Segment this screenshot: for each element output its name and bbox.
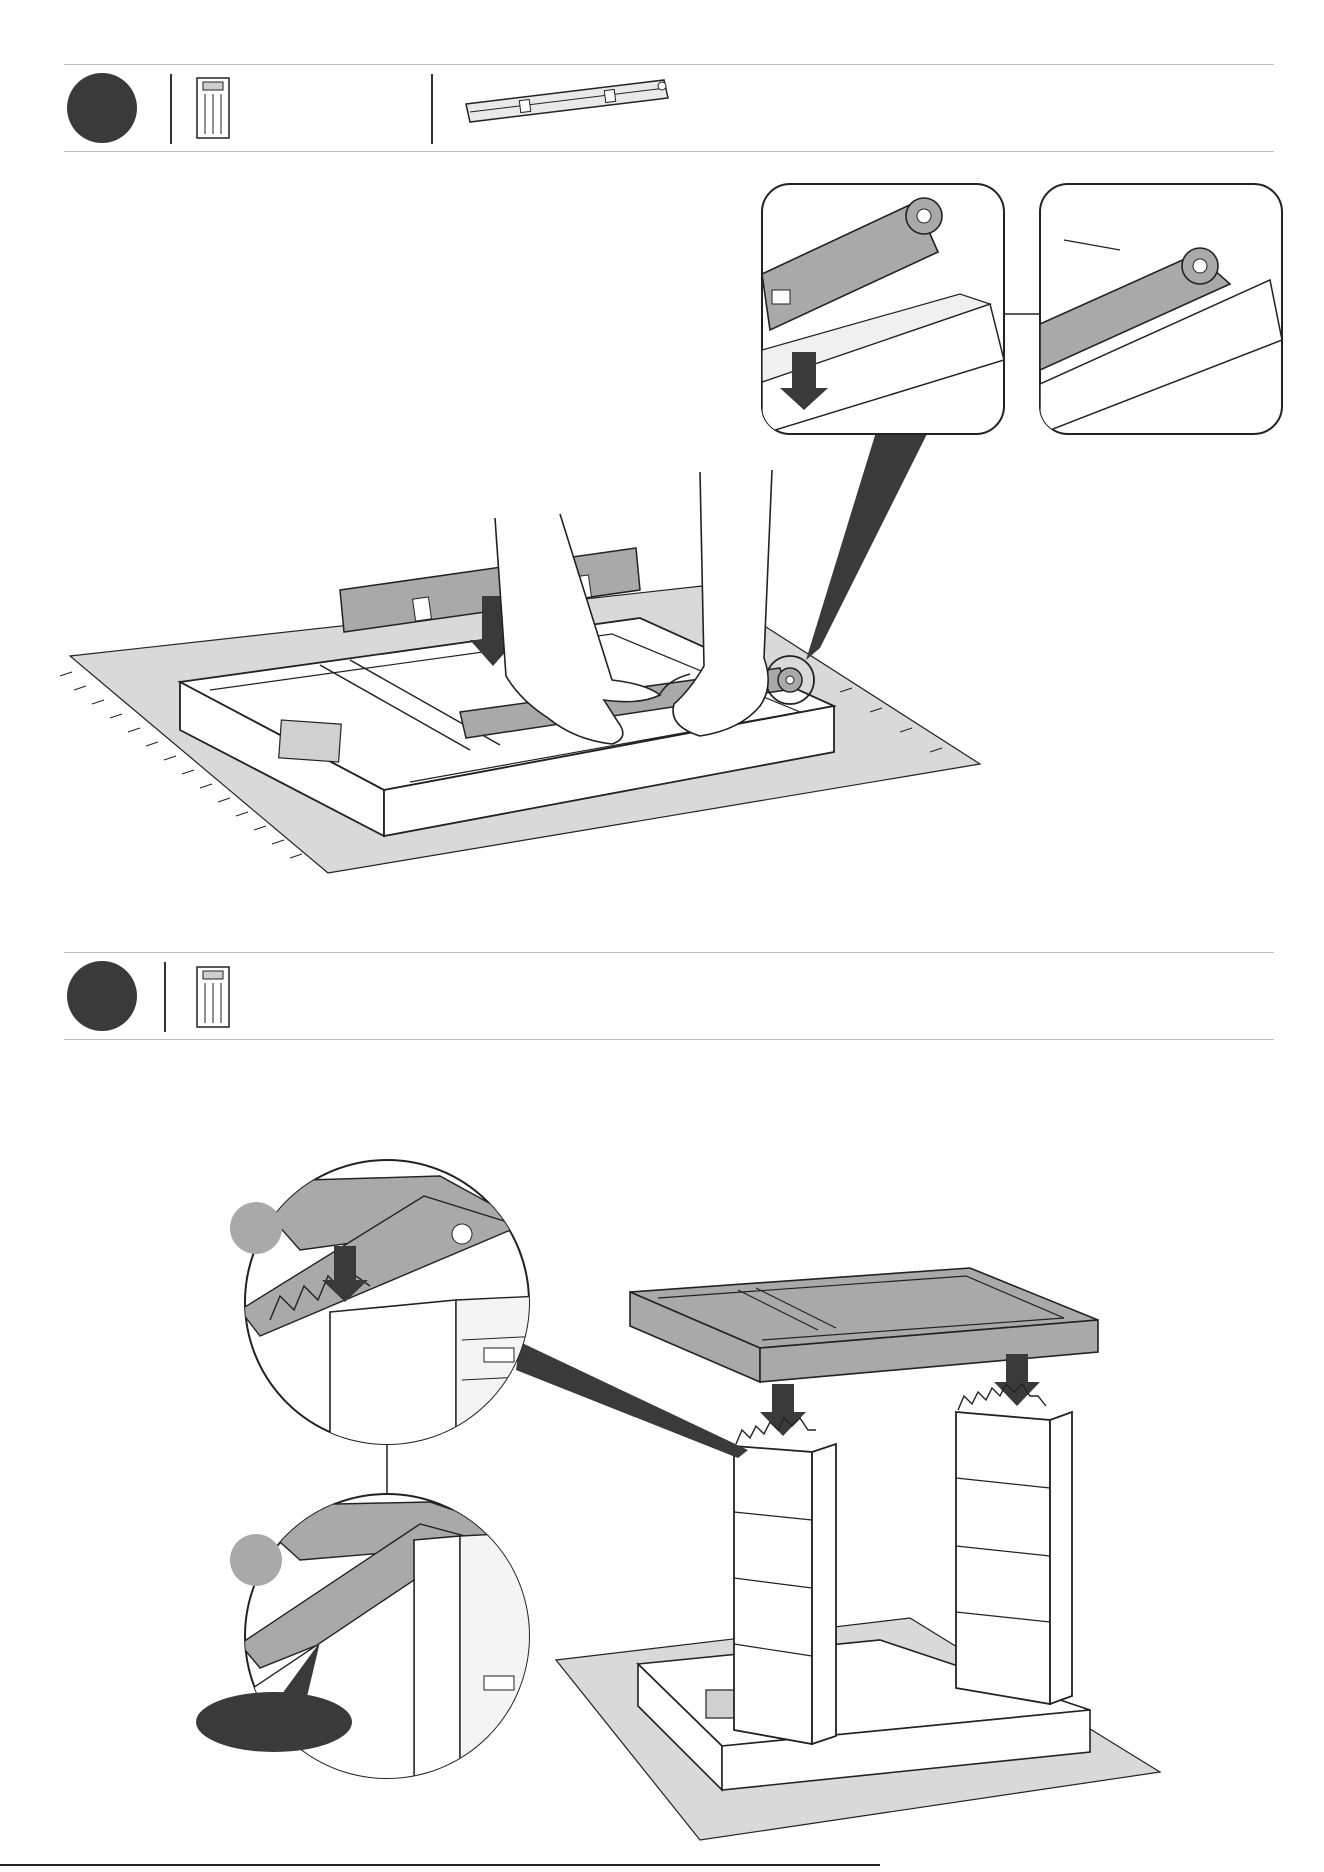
step-a-detail-panel-1 [762,184,1004,434]
step-b-header [64,952,1274,1040]
step-b-number-badge [67,961,137,1031]
step-a-detail-panel-2 [1040,184,1282,434]
step-b-detail-circle-2 [196,1494,540,1790]
detail-callout-badge [196,1692,352,1752]
zoom-leader [806,432,928,660]
step-b-main-illustration [516,1268,1160,1840]
rail-part-icon [466,80,668,122]
side-panel-part-icon [197,78,229,138]
step-b-divider-1 [164,962,166,1032]
detail-marker [230,1202,282,1254]
step-a-main-illustration [60,432,980,873]
detail-marker [230,1534,282,1586]
page-footer-rule [0,1864,880,1866]
step-b-detail-circle-1 [230,1160,540,1470]
